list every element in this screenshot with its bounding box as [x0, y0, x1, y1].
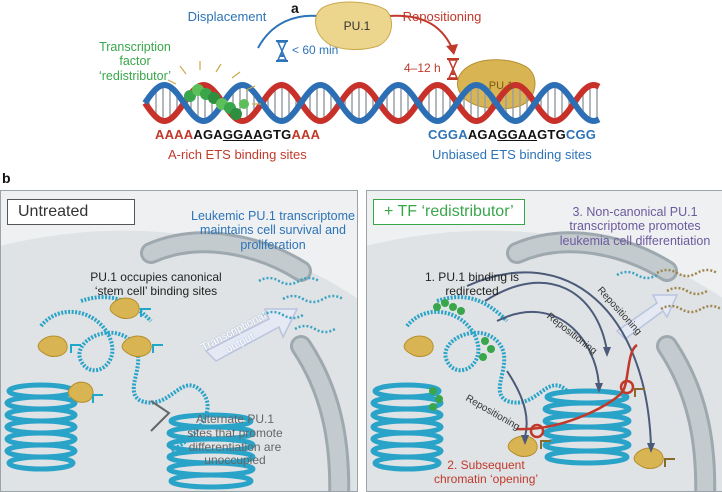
panel-a-letter: a [291, 0, 299, 16]
unbiased-caption: Unbiased ETS binding sites [432, 147, 592, 162]
redistributor-molecule-icon [184, 84, 249, 120]
redistributor-title: + TF ‘redistributor’ [373, 199, 525, 225]
pu1-protein-icon [37, 297, 152, 403]
pu1-top-label: PU.1 [343, 19, 371, 33]
redirected-note: 1. PU.1 binding is redirected [424, 270, 520, 298]
occupies-note: PU.1 occupies canonical ‘stem cell’ bind… [90, 270, 222, 298]
opening-note: 2. Subsequent chromatin ‘opening’ [433, 458, 539, 486]
displacement-label: Displacement [187, 9, 267, 24]
pu1-bound-label: PU.1 [488, 80, 514, 92]
chromatin-coil-icon [405, 295, 569, 405]
panel-b-letter: b [2, 170, 11, 186]
redistributor-molecule-icon [429, 299, 495, 411]
pu1-protein-icon [403, 335, 664, 470]
displacement-time: < 60 min [292, 43, 339, 57]
untreated-panel: Untreated Leukemic PU.1 transcriptome ma… [0, 190, 358, 492]
alternate-sites-note: Alternate PU.1 sites that promote differ… [187, 412, 283, 468]
repositioning-label: Repositioning [402, 9, 482, 24]
a-rich-sequence: AAAAAGAGGAAGTGAAA [155, 127, 321, 142]
pu1-protein-icon [315, 1, 393, 50]
transcript-icon [656, 268, 722, 314]
left-top-note: Leukemic PU.1 transcriptome maintains ce… [191, 209, 355, 252]
untreated-title: Untreated [7, 199, 135, 225]
tf-redistributor-label: Transcription factor ‘redistributor’ [98, 40, 171, 83]
transcription-start-arrow-icon [70, 308, 163, 403]
transcript-icon [616, 270, 658, 280]
repositioning-time: 4–12 h [404, 61, 441, 75]
hourglass-icon [276, 40, 288, 62]
hourglass-icon [447, 58, 459, 80]
redistributor-panel: + TF ‘redistributor’ 3. Non-canonical PU… [366, 190, 722, 492]
right-top-note: 3. Non-canonical PU.1 transcriptome prom… [559, 205, 711, 248]
transcript-icon [258, 276, 344, 334]
panel-a-graphics [142, 1, 601, 125]
unbiased-sequence: CGGAAGAGGAAGTGCGG [428, 127, 597, 142]
transcription-start-arrow-icon [540, 388, 675, 467]
a-rich-caption: A-rich ETS binding sites [168, 147, 307, 162]
